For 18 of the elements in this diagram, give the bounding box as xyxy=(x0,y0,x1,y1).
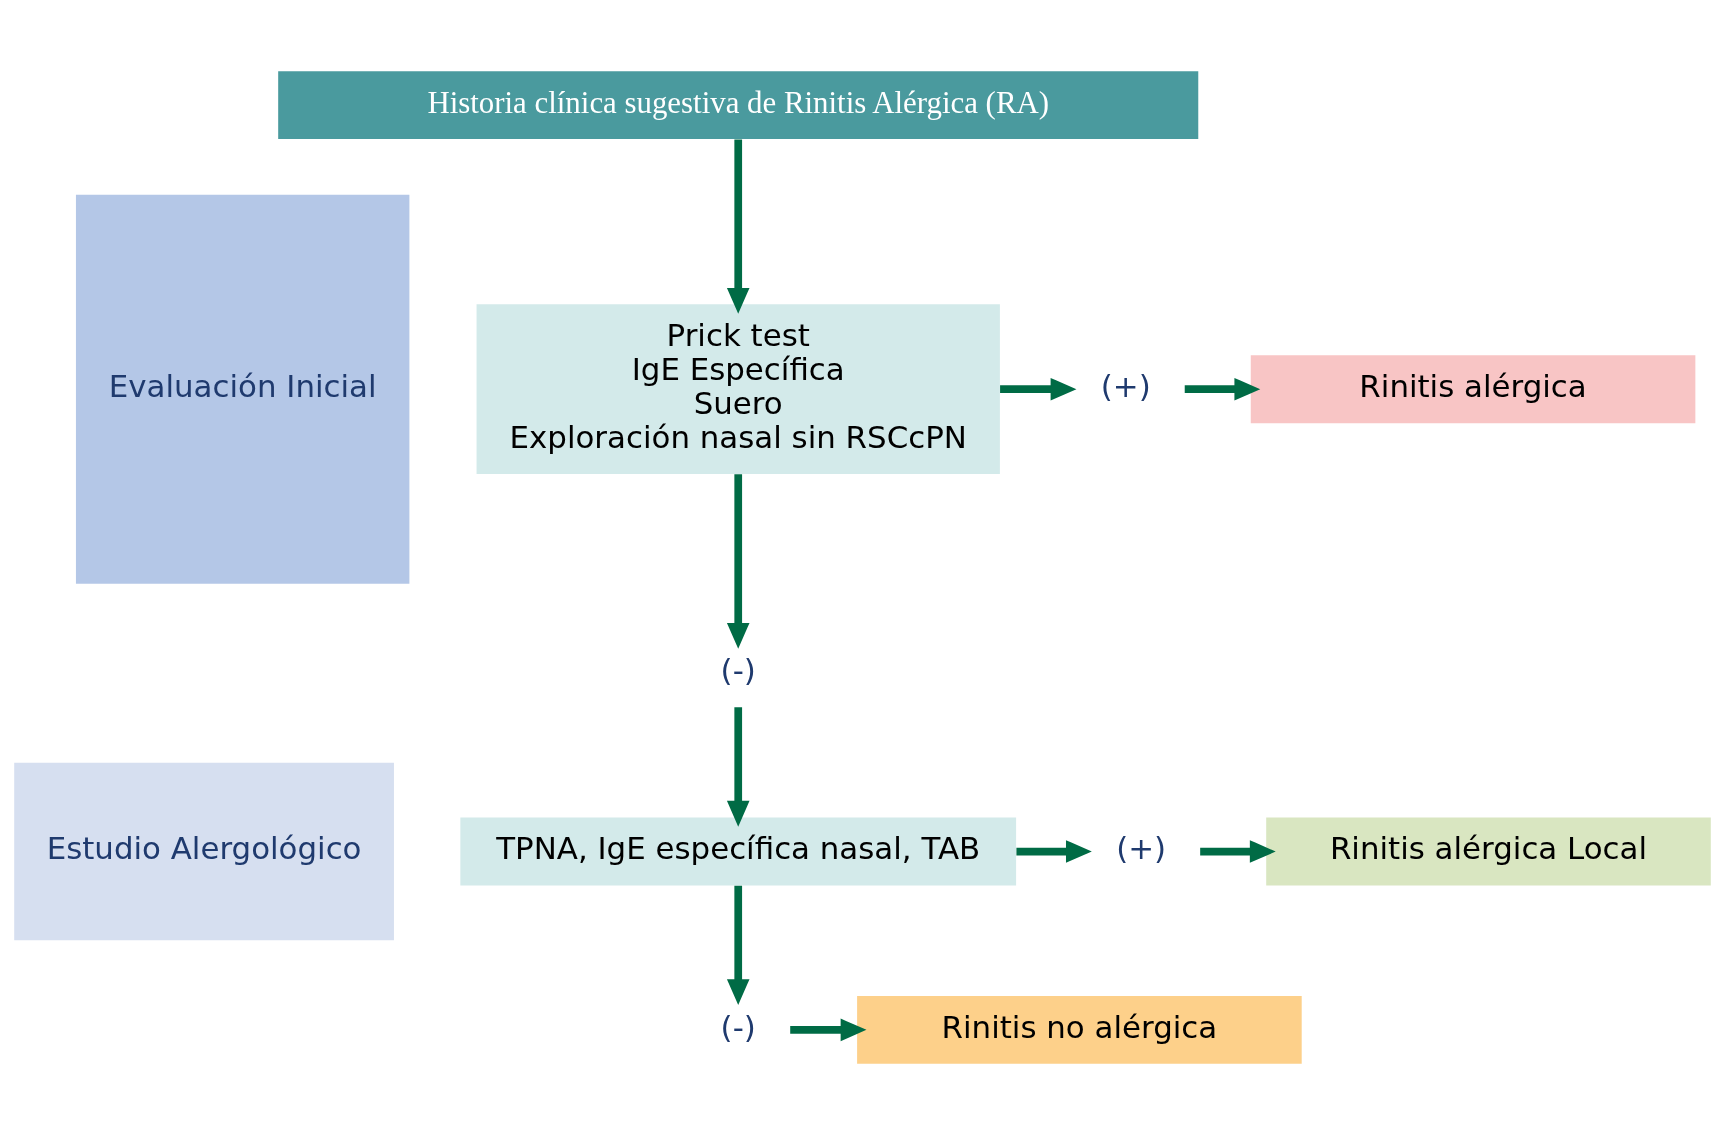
node-box: Estudio Alergológico xyxy=(14,762,394,940)
node-box: Rinitis no alérgica xyxy=(857,995,1302,1064)
node-box: Historia clínica sugestiva de Rinitis Alérgica (RA) xyxy=(278,70,1199,139)
arrow xyxy=(726,706,750,827)
node-box: Rinitis alérgica xyxy=(1250,354,1696,423)
arrow xyxy=(1000,377,1077,400)
node-box: Rinitis alérgica Local xyxy=(1266,817,1711,885)
arrow xyxy=(726,473,750,649)
node-text: (-) xyxy=(720,1008,756,1045)
arrow xyxy=(726,138,750,314)
arrow xyxy=(726,885,750,1005)
arrow xyxy=(1016,839,1092,863)
node-text: (+) xyxy=(1116,829,1167,866)
node-box: TPNA, IgE específica nasal, TAB xyxy=(460,817,1017,885)
node-box: Evaluación Inicial xyxy=(75,194,410,584)
node-box: Prick test IgE Específica Suero Exploración nasal sin RSCcPN xyxy=(476,303,1000,474)
node-text: (-) xyxy=(720,651,756,688)
node-text: (+) xyxy=(1100,367,1151,404)
